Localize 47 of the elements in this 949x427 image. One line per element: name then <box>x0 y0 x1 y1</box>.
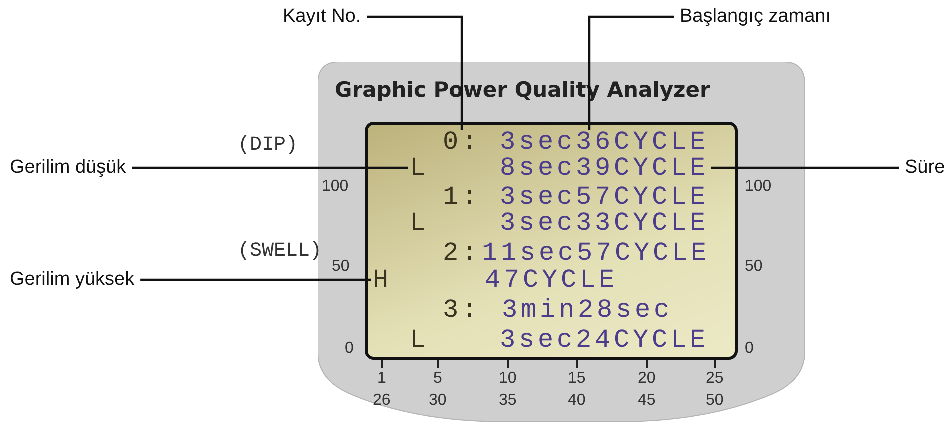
scale-number: 50 <box>706 392 724 410</box>
screen-text: 3sec57CYCLE <box>500 183 710 211</box>
scale-number: 5 <box>434 370 442 388</box>
scale-number: 100 <box>745 178 772 196</box>
scale-number: 0 <box>745 340 754 358</box>
leader-line <box>132 166 408 170</box>
scale-number: 25 <box>706 370 724 388</box>
leader-line <box>588 16 674 130</box>
scale-number: 1 <box>378 370 386 388</box>
callout-label: Kayıt No. <box>283 6 362 28</box>
screen-text: L <box>410 209 430 237</box>
callout-label: Gerilim yüksek <box>10 269 135 291</box>
annotation-text: (DIP) <box>238 134 298 158</box>
screen-text: 3min28sec <box>502 296 674 324</box>
annotation-text: (SWELL) <box>238 240 322 264</box>
leader-line <box>711 166 899 170</box>
callout-label: Süre <box>905 157 946 179</box>
scale-number: 35 <box>499 392 517 410</box>
screen-text: 3sec36CYCLE <box>500 128 710 156</box>
screen-text: L <box>410 326 430 354</box>
screen-text: L <box>410 154 430 182</box>
scale-number: 20 <box>638 370 656 388</box>
screen-text: 0: <box>443 128 482 156</box>
screen-text: 3: <box>443 296 482 324</box>
screen-text: 1: <box>443 183 482 211</box>
callout-label: Gerilim düşük <box>10 157 126 179</box>
scale-number: 50 <box>332 258 350 276</box>
screen-text: 3sec33CYCLE <box>500 209 710 237</box>
callout-label: Başlangıç zamanı <box>680 6 832 28</box>
scale-number: 10 <box>499 370 517 388</box>
scale-number: 45 <box>638 392 656 410</box>
screen-text: H <box>373 266 392 294</box>
screen-text: 11sec57CYCLE <box>482 239 710 267</box>
screen-text: 47CYCLE <box>485 266 618 294</box>
leader-line <box>367 16 464 130</box>
screen-text: 8sec39CYCLE <box>500 154 710 182</box>
leader-line <box>140 278 371 282</box>
screen-text: 3sec24CYCLE <box>500 326 710 354</box>
scale-number: 15 <box>568 370 586 388</box>
screen-text: 2: <box>443 239 482 267</box>
lcd-screen <box>365 122 738 360</box>
scale-number: 0 <box>345 340 354 358</box>
scale-number: 30 <box>429 392 447 410</box>
scale-number: 100 <box>322 178 349 196</box>
scale-number: 40 <box>568 392 586 410</box>
scale-number: 50 <box>745 258 763 276</box>
scale-number: 26 <box>373 392 391 410</box>
